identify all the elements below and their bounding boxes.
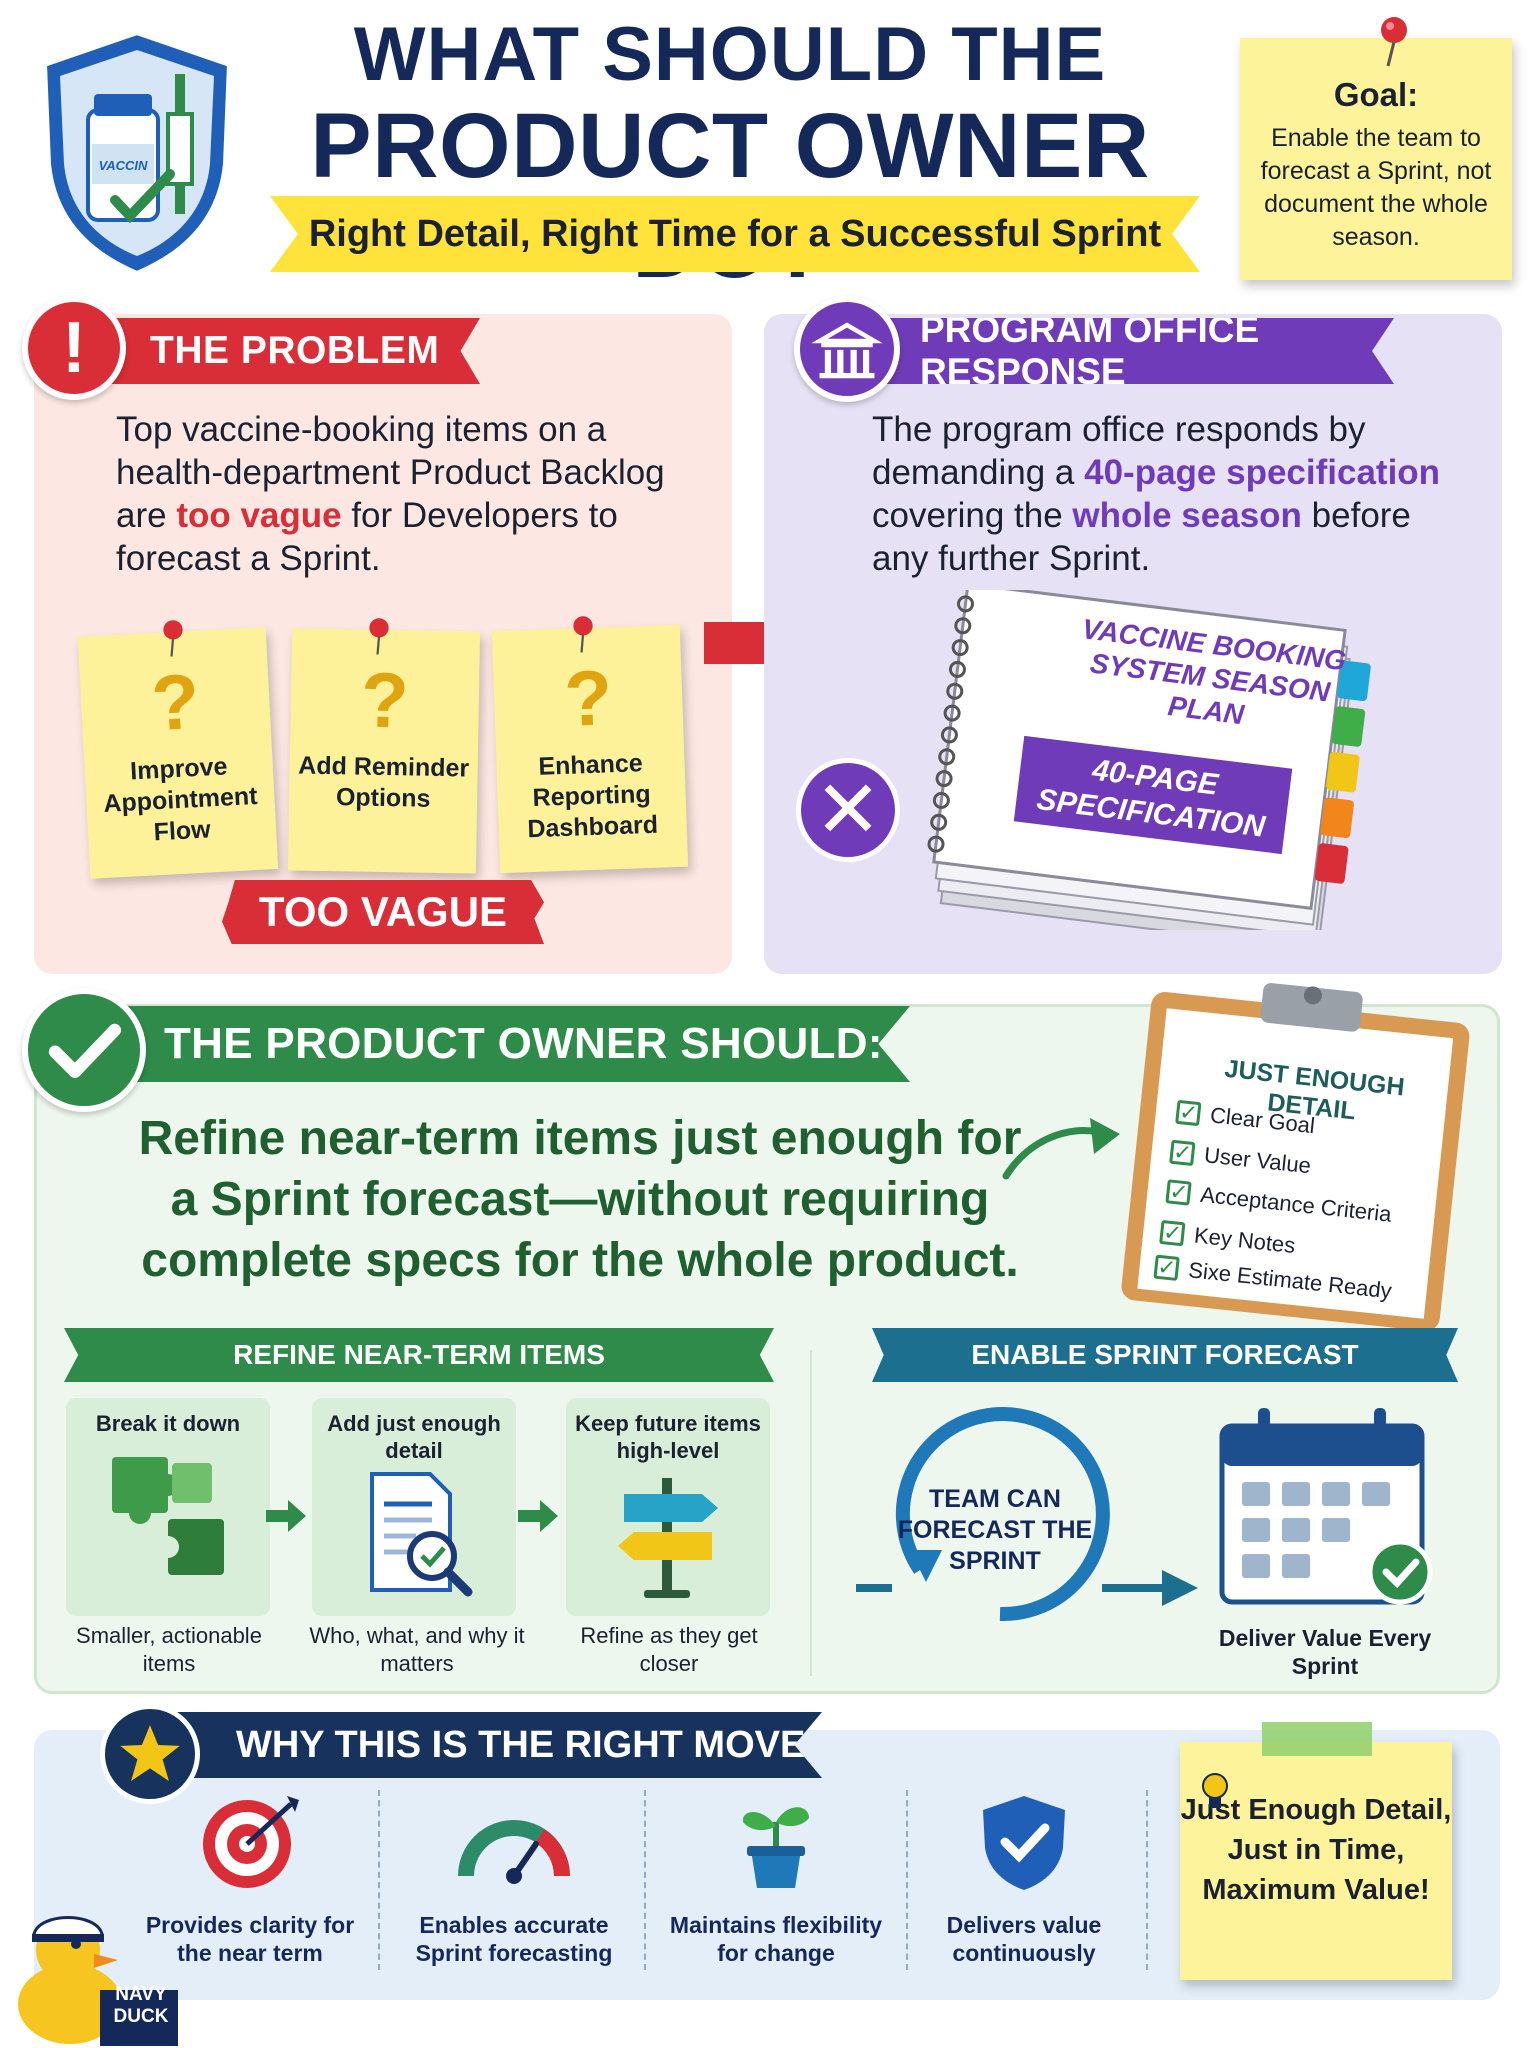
document-search-icon bbox=[370, 1472, 473, 1597]
product-owner-should-heading: THE PRODUCT OWNER SHOULD: bbox=[120, 1006, 910, 1082]
step-card-add-detail: Add just enough detail bbox=[312, 1398, 516, 1616]
step-title: Break it down bbox=[95, 1411, 241, 1436]
step-arrow-icon bbox=[518, 1500, 558, 1532]
clipboard-icon bbox=[1121, 983, 1470, 1331]
push-pin-icon bbox=[369, 618, 389, 655]
checkbox-checked-icon: ✓ bbox=[1153, 1254, 1180, 1281]
subtitle-ribbon: Right Detail, Right Time for a Successfu… bbox=[270, 196, 1200, 272]
page-title-line1: WHAT SHOULD THE bbox=[353, 12, 1107, 97]
push-pin-icon bbox=[163, 620, 183, 657]
why-item-label: Enables accurate Sprint forecasting bbox=[415, 1912, 613, 1966]
vague-item-label: Add Reminder Options bbox=[298, 751, 470, 813]
vaccine-shield-logo: VACCIN bbox=[40, 28, 234, 278]
step-card-break-down: Break it down bbox=[66, 1398, 270, 1616]
calendar-check-icon bbox=[1219, 1408, 1433, 1605]
vague-item-label: Improve Appointment Flow bbox=[102, 752, 259, 847]
shield-check-icon bbox=[983, 1796, 1065, 1890]
why-item-label: Provides clarity for the near term bbox=[145, 1912, 355, 1966]
section-divider bbox=[810, 1350, 812, 1676]
goal-sticky-note: Goal: Enable the team to forecast a Spri… bbox=[1240, 38, 1512, 280]
why-item-forecasting: Enables accurate Sprint forecasting bbox=[404, 1792, 624, 1967]
maximum-value-text: Just Enough Detail, Just in Time, Maximu… bbox=[1180, 1794, 1452, 1906]
checkbox-checked-icon: ✓ bbox=[1175, 1099, 1202, 1127]
why-separator bbox=[378, 1790, 380, 1970]
team-can-forecast-text: TEAM CAN FORECAST THE SPRINT bbox=[897, 1485, 1093, 1575]
navy-duck-label: NAVY DUCK bbox=[113, 1984, 169, 2027]
why-separator bbox=[1146, 1790, 1148, 1970]
why-item-value: Delivers value continuously bbox=[914, 1792, 1134, 1967]
vague-item-note-3: ? Enhance Reporting Dashboard bbox=[491, 624, 689, 874]
question-mark-icon: ? bbox=[562, 653, 614, 743]
forecast-cycle-icon bbox=[895, 1407, 1110, 1622]
product-owner-statement: Refine near-term items just enough for a… bbox=[138, 1112, 1022, 1287]
goal-title: Goal: bbox=[1333, 76, 1419, 113]
step-caption: Refine as they get closer bbox=[580, 1623, 758, 1676]
step-title: Add just enough detail bbox=[327, 1411, 501, 1463]
problem-heading: THE PROBLEM bbox=[90, 318, 480, 384]
plant-icon bbox=[742, 1807, 809, 1888]
gauge-icon bbox=[458, 1820, 570, 1884]
forecast-arrow-icon bbox=[856, 1570, 1198, 1606]
navy-duck-mascot bbox=[18, 1916, 178, 2046]
reject-x-icon: ✕ bbox=[796, 758, 900, 862]
step-caption: Who, what, and why it matters bbox=[309, 1623, 525, 1676]
tape-strip bbox=[1262, 1722, 1372, 1756]
program-office-description: The program office responds by demanding… bbox=[872, 410, 1441, 578]
why-item-clarity: Provides clarity for the near term bbox=[140, 1792, 360, 1967]
push-pin-icon bbox=[573, 616, 593, 653]
lightbulb-icon bbox=[1202, 1773, 1228, 1808]
enable-sprint-forecast-heading: ENABLE SPRINT FORECAST bbox=[872, 1328, 1458, 1382]
why-item-flexibility: Maintains flexibility for change bbox=[666, 1792, 886, 1967]
push-pin-icon bbox=[1381, 17, 1407, 67]
why-separator bbox=[644, 1790, 646, 1970]
step-card-keep-high-level: Keep future items high-level bbox=[566, 1398, 770, 1616]
question-mark-icon: ? bbox=[360, 655, 410, 745]
puzzle-icon bbox=[112, 1457, 224, 1575]
star-icon bbox=[100, 1704, 200, 1804]
checkbox-checked-icon: ✓ bbox=[1169, 1139, 1196, 1167]
refine-near-term-heading: REFINE NEAR-TERM ITEMS bbox=[64, 1328, 774, 1382]
why-item-label: Delivers value continuously bbox=[946, 1912, 1102, 1966]
why-item-label: Maintains flexibility for change bbox=[669, 1912, 883, 1966]
step-title: Keep future items high-level bbox=[575, 1411, 761, 1463]
step-caption: Smaller, actionable items bbox=[76, 1623, 262, 1676]
checkbox-checked-icon: ✓ bbox=[1165, 1179, 1192, 1206]
problem-description: Top vaccine-booking items on a health-de… bbox=[116, 410, 665, 578]
too-vague-stamp: TOO VAGUE bbox=[222, 880, 544, 944]
deliver-value-text: Deliver Value Every Sprint bbox=[1218, 1625, 1432, 1679]
why-separator bbox=[906, 1790, 908, 1970]
vague-item-label: Enhance Reporting Dashboard bbox=[526, 749, 659, 844]
alert-icon: ! bbox=[22, 296, 126, 400]
question-mark-icon: ? bbox=[149, 656, 202, 748]
checkbox-checked-icon: ✓ bbox=[1159, 1219, 1186, 1247]
signpost-icon bbox=[618, 1478, 718, 1598]
program-office-heading: PROGRAM OFFICE RESPONSE bbox=[844, 318, 1394, 384]
vague-item-note-2: ? Add Reminder Options bbox=[287, 628, 481, 874]
curved-arrow-icon bbox=[1002, 1118, 1120, 1180]
step-arrow-icon bbox=[266, 1500, 306, 1532]
goal-body: Enable the team to forecast a Sprint, no… bbox=[1260, 124, 1492, 251]
government-building-icon bbox=[794, 296, 900, 402]
target-icon bbox=[203, 1796, 299, 1888]
checkmark-icon bbox=[22, 988, 146, 1112]
svg-text:VACCIN: VACCIN bbox=[99, 158, 148, 173]
vague-item-note-1: ? Improve Appointment Flow bbox=[77, 627, 279, 879]
why-heading: WHY THIS IS THE RIGHT MOVE bbox=[132, 1712, 822, 1778]
